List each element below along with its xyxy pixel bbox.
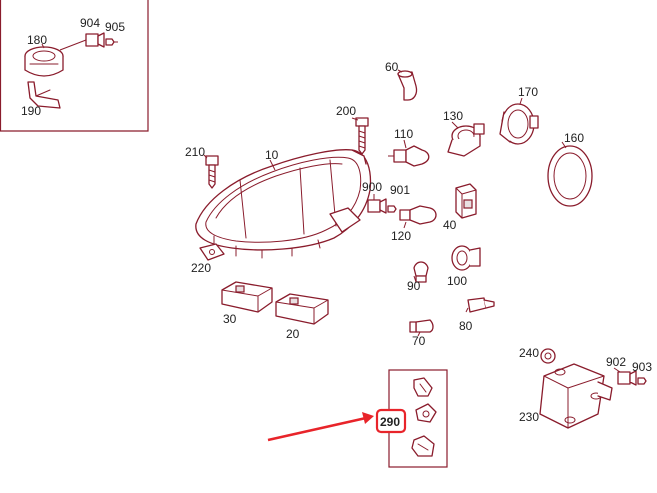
pin-901-part[interactable] (387, 205, 397, 213)
headlamp-housing-part[interactable] (195, 149, 372, 259)
label-230: 230 (519, 410, 539, 424)
label-905: 905 (105, 20, 125, 34)
connector-902-part[interactable] (617, 370, 637, 386)
label-240: 240 (519, 346, 539, 360)
label-60: 60 (385, 60, 399, 74)
control-module-30-part[interactable] (221, 281, 273, 313)
label-110: 110 (394, 127, 413, 141)
callout-box-290 (375, 408, 407, 434)
label-10: 10 (265, 148, 279, 162)
control-module-20-part[interactable] (275, 293, 329, 325)
connector-904-part[interactable] (85, 32, 105, 48)
label-200: 200 (336, 104, 356, 118)
label-120: 120 (391, 229, 411, 243)
motor-170-part[interactable] (499, 103, 539, 145)
arrow-icon (267, 412, 374, 442)
pin-903-part[interactable] (637, 377, 647, 385)
label-70: 70 (412, 334, 426, 348)
label-160: 160 (564, 131, 584, 145)
bulb-110-part[interactable] (388, 145, 430, 167)
screw-200-part[interactable] (355, 117, 369, 155)
washer-240-part[interactable] (540, 348, 556, 364)
label-90: 90 (407, 279, 421, 293)
label-180: 180 (27, 33, 47, 47)
label-40: 40 (443, 218, 457, 232)
label-80: 80 (459, 319, 473, 333)
ballast-230-part[interactable] (539, 363, 613, 429)
socket-100-part[interactable] (451, 245, 481, 271)
label-904: 904 (80, 16, 100, 30)
inset-frame (0, 0, 149, 132)
label-30: 30 (223, 312, 237, 326)
label-902: 902 (606, 355, 626, 369)
label-210: 210 (185, 145, 205, 159)
label-290: 290 (380, 415, 400, 429)
label-100: 100 (447, 274, 467, 288)
clip-220-part[interactable] (199, 243, 225, 261)
bracket-190-part[interactable] (27, 81, 61, 109)
label-190: 190 (21, 104, 41, 118)
label-901: 901 (390, 183, 410, 197)
label-130: 130 (443, 109, 463, 123)
socket-40-part[interactable] (455, 183, 477, 219)
bulb-120-part[interactable] (399, 205, 437, 225)
elbow-cap-60-part[interactable] (397, 70, 418, 101)
pin-905-part[interactable] (105, 38, 118, 46)
label-20: 20 (286, 327, 300, 341)
seal-ring-160-part[interactable] (547, 145, 593, 207)
connector-set-290-part[interactable] (411, 377, 437, 457)
adjuster-130-part[interactable] (447, 123, 485, 157)
bulb-70-part[interactable] (409, 319, 434, 333)
label-903: 903 (632, 360, 652, 374)
bulb-90-part[interactable] (413, 261, 429, 283)
label-170: 170 (518, 85, 538, 99)
screw-210-part[interactable] (205, 155, 219, 189)
sensor-80-part[interactable] (465, 297, 495, 313)
connector-900-part[interactable] (367, 198, 387, 214)
label-220: 220 (191, 261, 211, 275)
cover-cap-part[interactable] (24, 46, 64, 77)
label-900: 900 (362, 180, 382, 194)
